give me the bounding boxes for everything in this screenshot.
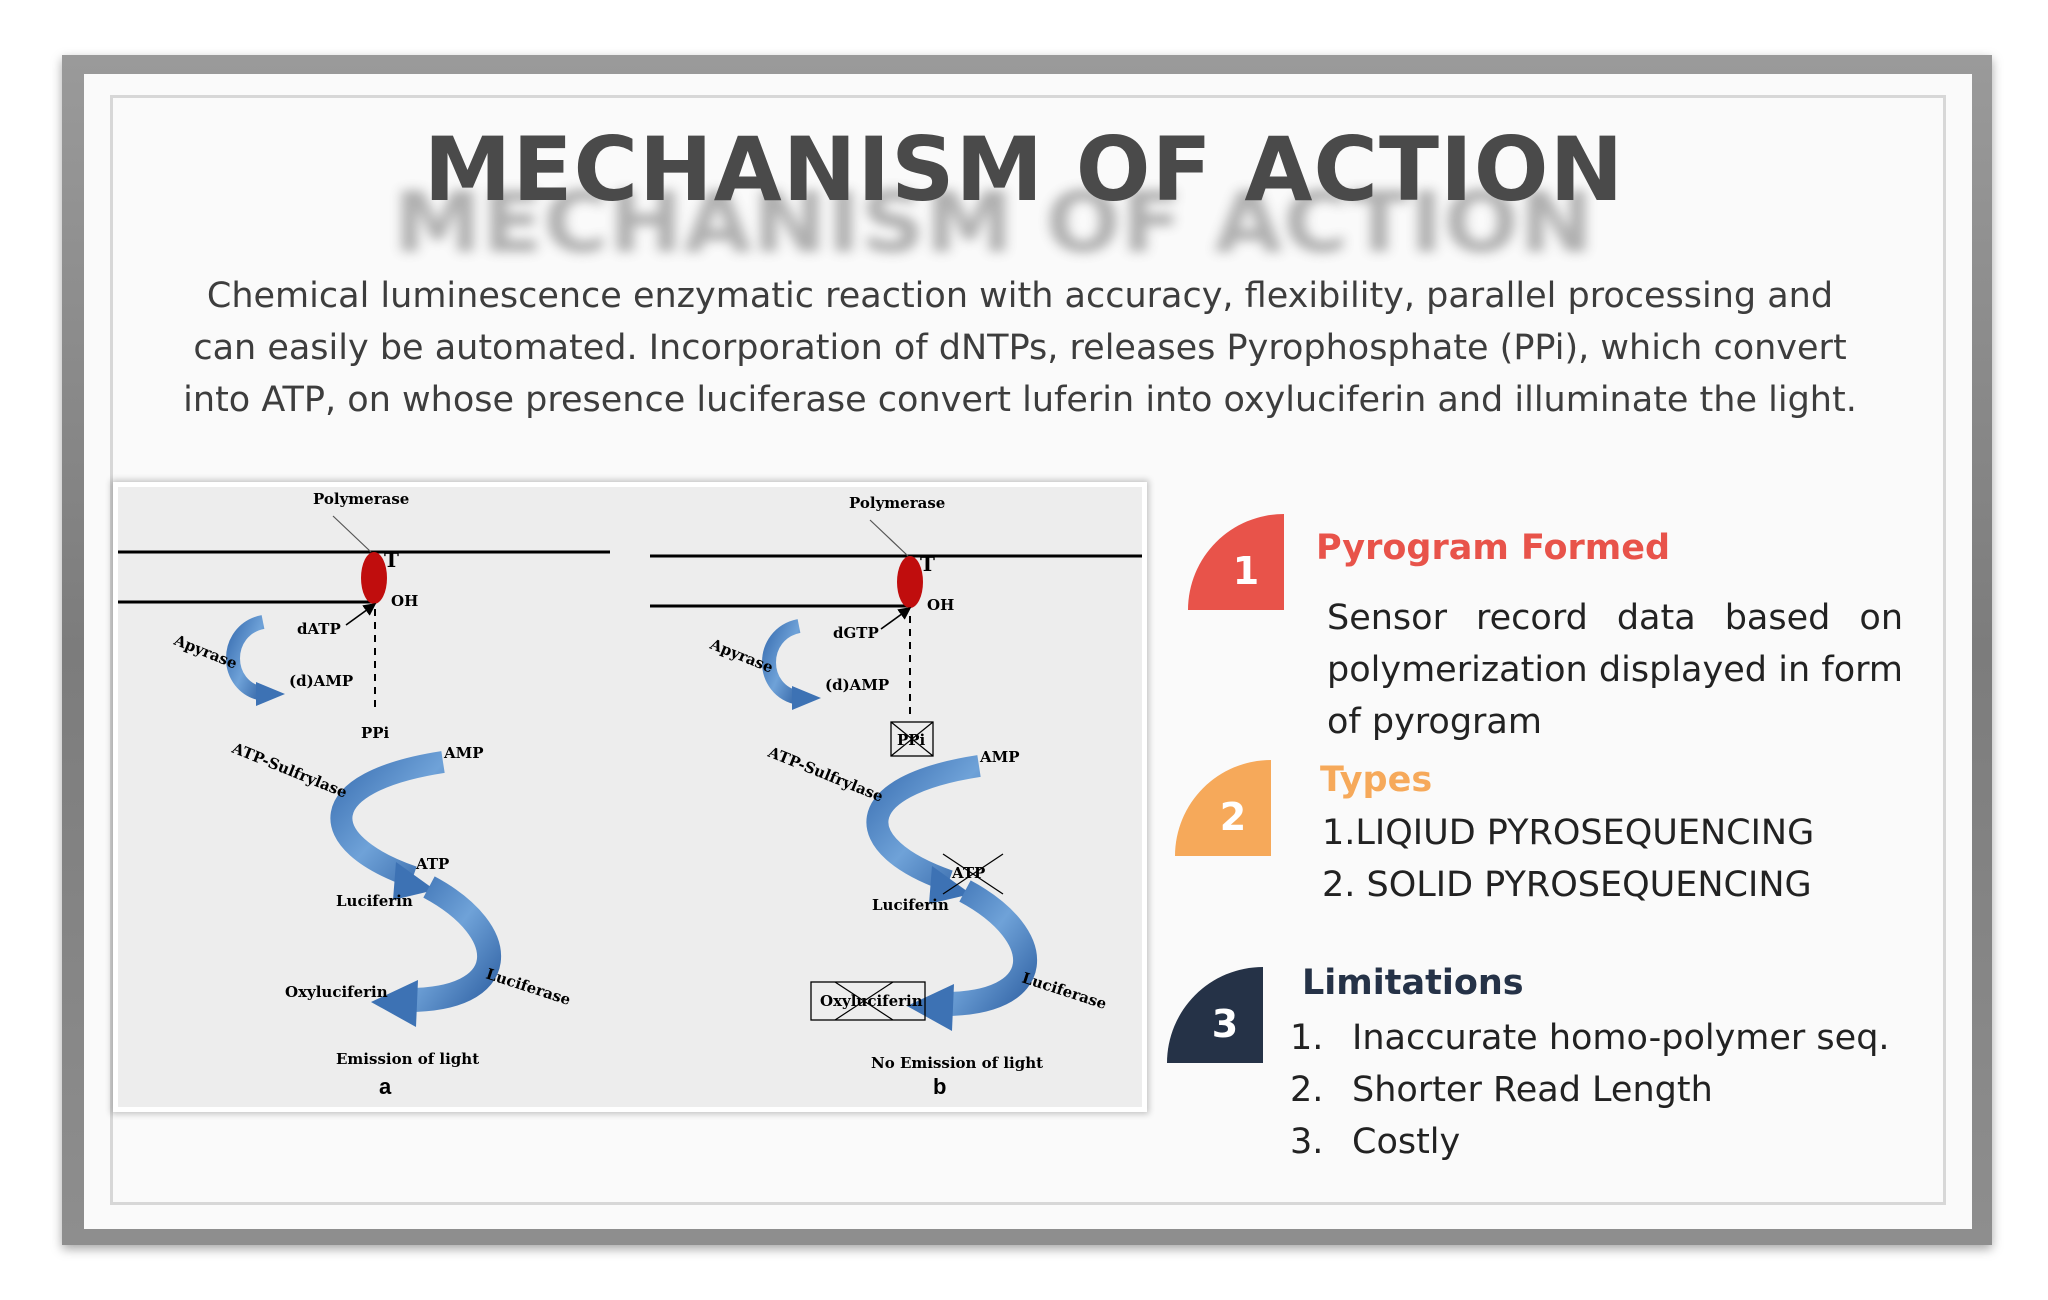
panel-letter: b xyxy=(933,1074,946,1099)
luciferin-label: Luciferin xyxy=(336,892,413,910)
nucleotide-label: dGTP xyxy=(833,624,879,642)
amp-label: AMP xyxy=(443,744,484,762)
atp-label: ATP xyxy=(951,864,985,882)
apyrase-arc xyxy=(762,619,802,705)
sulfurylase-arrowhead xyxy=(393,862,435,900)
list-item: 3. Costly xyxy=(1290,1116,1890,1168)
oxyluciferin-cross xyxy=(834,981,894,1021)
oxyluciferin-label: Oxyluciferin xyxy=(820,992,923,1010)
list-item: 1.LIQIUD PYROSEQUENCING xyxy=(1322,813,1815,853)
luciferin-label: Luciferin xyxy=(872,896,949,914)
sulfurylase-arc xyxy=(866,755,981,892)
point-1-heading: Pyrogram Formed xyxy=(1316,528,1671,568)
polymerase-pointer xyxy=(869,519,909,557)
list-number: 2. xyxy=(1290,1070,1324,1110)
nucleotide-pointer xyxy=(880,607,912,630)
point-2-heading: Types xyxy=(1320,760,1433,800)
list-number: 3. xyxy=(1290,1122,1324,1162)
limitations-list: 1. Inaccurate homo-polymer seq. 2. Shorter… xyxy=(1290,1012,1890,1168)
point-3-number: 3 xyxy=(1211,1002,1239,1046)
diagram-background xyxy=(118,487,1142,1107)
ppi-label: PPi xyxy=(897,731,926,749)
polymerase-label: Polymerase xyxy=(849,494,945,512)
emission-label: No Emission of light xyxy=(871,1054,1043,1072)
ppi-label: PPi xyxy=(361,724,390,742)
atp-label: ATP xyxy=(415,855,449,873)
slide-title: MECHANISM OF ACTION xyxy=(423,118,1625,221)
list-item: 2. Shorter Read Length xyxy=(1290,1064,1890,1116)
ppi-box xyxy=(890,721,934,757)
damp-label: (d)AMP xyxy=(825,676,889,694)
apyrase-arrowhead xyxy=(256,682,285,706)
point-2-number: 2 xyxy=(1219,795,1247,839)
luciferase-arrowhead xyxy=(371,980,418,1027)
list-number: 1. xyxy=(1290,1018,1324,1058)
title-reflection: MECHANISM OF ACTION xyxy=(393,173,1595,272)
intro-paragraph: Chemical luminescence enzymatic reaction… xyxy=(183,276,1857,420)
luciferase-arrowhead xyxy=(907,984,954,1031)
point-1-text: Sensor record data based on polymerizati… xyxy=(1327,598,1903,742)
polymerase-pointer xyxy=(332,515,372,553)
apyrase-arrowhead xyxy=(792,686,821,710)
emission-label: Emission of light xyxy=(336,1050,479,1068)
list-item: 1. Inaccurate homo-polymer seq. xyxy=(1290,1012,1890,1064)
diagram-svg: Polymerase T OH dATP (d)AMP Apyrase PPi … xyxy=(118,487,1142,1107)
polymerase-shape xyxy=(361,552,387,604)
oxyluciferin-box xyxy=(810,981,926,1021)
polymerase-label: Polymerase xyxy=(313,490,409,508)
panel-letter: a xyxy=(379,1074,392,1099)
types-list: 1.LIQIUD PYROSEQUENCING 2. SOLID PYROSEQ… xyxy=(1322,807,1814,911)
list-text: Costly xyxy=(1352,1122,1461,1162)
list-text: Inaccurate homo-polymer seq. xyxy=(1352,1018,1890,1058)
ppi-cross xyxy=(890,721,934,757)
damp-label: (d)AMP xyxy=(289,672,353,690)
nucleotide-pointer xyxy=(345,603,377,626)
oxyluciferin-label: Oxyluciferin xyxy=(285,983,388,1001)
oh-label: OH xyxy=(391,592,418,610)
list-text: Shorter Read Length xyxy=(1352,1070,1713,1110)
point-1-number: 1 xyxy=(1232,549,1260,593)
slide-inner-border xyxy=(110,95,1946,1205)
point-3-heading: Limitations xyxy=(1302,963,1524,1003)
sulfurylase-arc xyxy=(330,751,445,888)
apyrase-arc xyxy=(226,615,266,701)
nucleotide-label: dATP xyxy=(297,620,341,638)
t-label: T xyxy=(384,548,399,572)
polymerase-shape xyxy=(897,556,923,608)
list-item: 2. SOLID PYROSEQUENCING xyxy=(1322,865,1812,905)
oh-label: OH xyxy=(927,596,954,614)
atp-cross xyxy=(942,853,1004,895)
pyrosequencing-diagram: Polymerase T OH dATP (d)AMP Apyrase PPi … xyxy=(113,482,1147,1112)
luciferase-arc xyxy=(402,876,502,1013)
t-label: T xyxy=(920,552,935,576)
luciferase-arc xyxy=(938,880,1038,1017)
amp-label: AMP xyxy=(979,748,1020,766)
sulfurylase-arrowhead xyxy=(929,866,971,904)
